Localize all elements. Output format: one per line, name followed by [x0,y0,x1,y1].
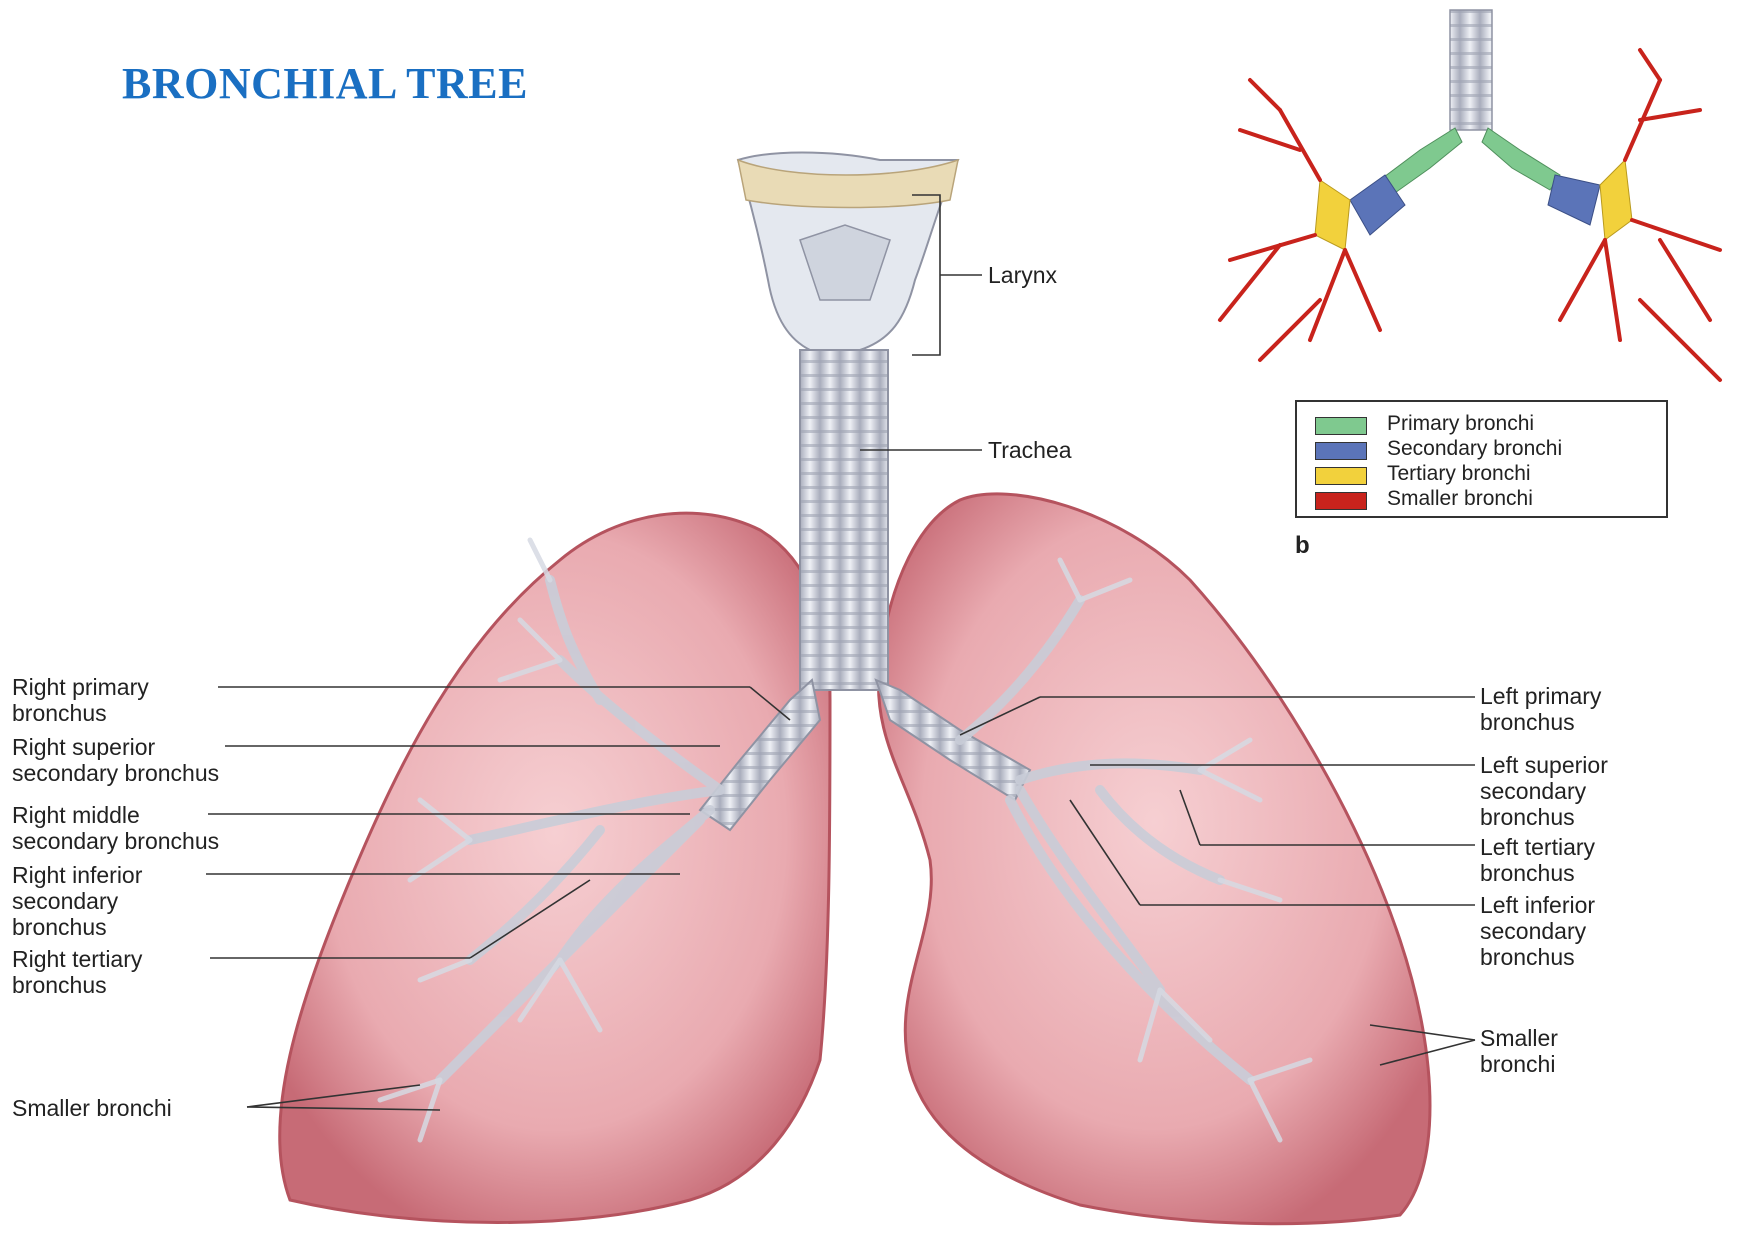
left-lung [878,494,1430,1224]
panel-b-label: b [1295,533,1310,559]
legend-swatch [1315,417,1367,435]
legend-swatch [1315,467,1367,485]
label-smaller-bronchi-left: Smaller bronchi [12,1095,172,1121]
label-trachea: Trachea [988,437,1072,463]
legend-swatch [1315,492,1367,510]
legend-swatch [1315,442,1367,460]
trachea-shape [800,350,888,690]
right-lung [280,513,830,1222]
label-larynx: Larynx [988,262,1057,288]
legend: Primary bronchi Secondary bronchi Tertia… [1295,400,1668,518]
panel-b-tree [1220,10,1720,380]
